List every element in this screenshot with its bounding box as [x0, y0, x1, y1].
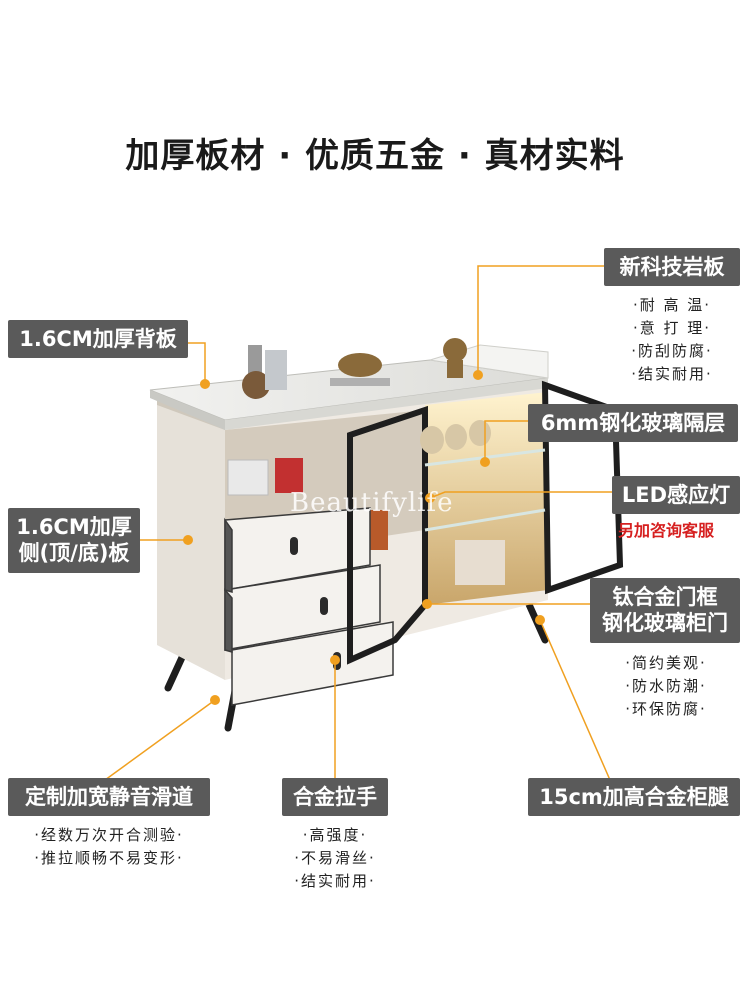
note-item: ·耐 高 温·	[632, 296, 712, 314]
glass-doors	[347, 380, 624, 665]
open-shelf	[227, 458, 388, 550]
notes-slide-rail: ·经数万次开合测验· ·推拉顺畅不易变形·	[8, 824, 210, 870]
note-item: ·环保防腐·	[625, 700, 707, 718]
top-decor	[242, 338, 467, 399]
label-handle: 合金拉手	[282, 778, 388, 817]
label-side-panel-line2: 侧(顶/底)板	[18, 541, 130, 566]
cabinet-contents	[420, 420, 505, 585]
page-title: 加厚板材 · 优质五金 · 真材实料	[125, 136, 625, 176]
label-rock-slab: 新科技岩板	[604, 248, 740, 287]
note-item: ·防水防潮·	[625, 677, 707, 695]
label-door-frame: 钛合金门框 钢化玻璃柜门	[590, 578, 740, 643]
note-item: ·防刮防腐·	[631, 342, 713, 360]
note-item: ·结实耐用·	[631, 365, 713, 383]
label-door-frame-line1: 钛合金门框	[612, 585, 718, 609]
note-item: ·结实耐用·	[294, 872, 376, 890]
notes-door-frame: ·简约美观· ·防水防潮· ·环保防腐·	[612, 652, 720, 721]
note-item: ·意 打 理·	[632, 319, 712, 337]
note-item: ·不易滑丝·	[294, 849, 376, 867]
led-note: 另加咨询客服	[618, 521, 715, 540]
note-item: ·简约美观·	[625, 654, 707, 672]
watermark: Beautifylife	[290, 488, 454, 518]
notes-rock-slab: ·耐 高 温· ·意 打 理· ·防刮防腐· ·结实耐用·	[604, 294, 740, 386]
notes-handle: ·高强度· ·不易滑丝· ·结实耐用·	[282, 824, 388, 893]
label-back-panel: 1.6CM加厚背板	[8, 320, 188, 359]
label-glass-shelf: 6mm钢化玻璃隔层	[528, 404, 738, 443]
label-legs: 15cm加高合金柜腿	[528, 778, 740, 817]
label-side-panel: 1.6CM加厚 侧(顶/底)板	[8, 508, 140, 573]
note-item: ·高强度·	[302, 826, 368, 844]
label-led: LED感应灯	[612, 476, 740, 515]
drawers	[224, 507, 394, 706]
label-side-panel-line1: 1.6CM加厚	[16, 515, 132, 539]
callout-dots	[183, 370, 545, 705]
label-door-frame-line2: 钢化玻璃柜门	[602, 611, 728, 636]
note-item: ·经数万次开合测验·	[34, 826, 184, 844]
note-item: ·推拉顺畅不易变形·	[34, 849, 184, 867]
label-slide-rail: 定制加宽静音滑道	[8, 778, 210, 817]
